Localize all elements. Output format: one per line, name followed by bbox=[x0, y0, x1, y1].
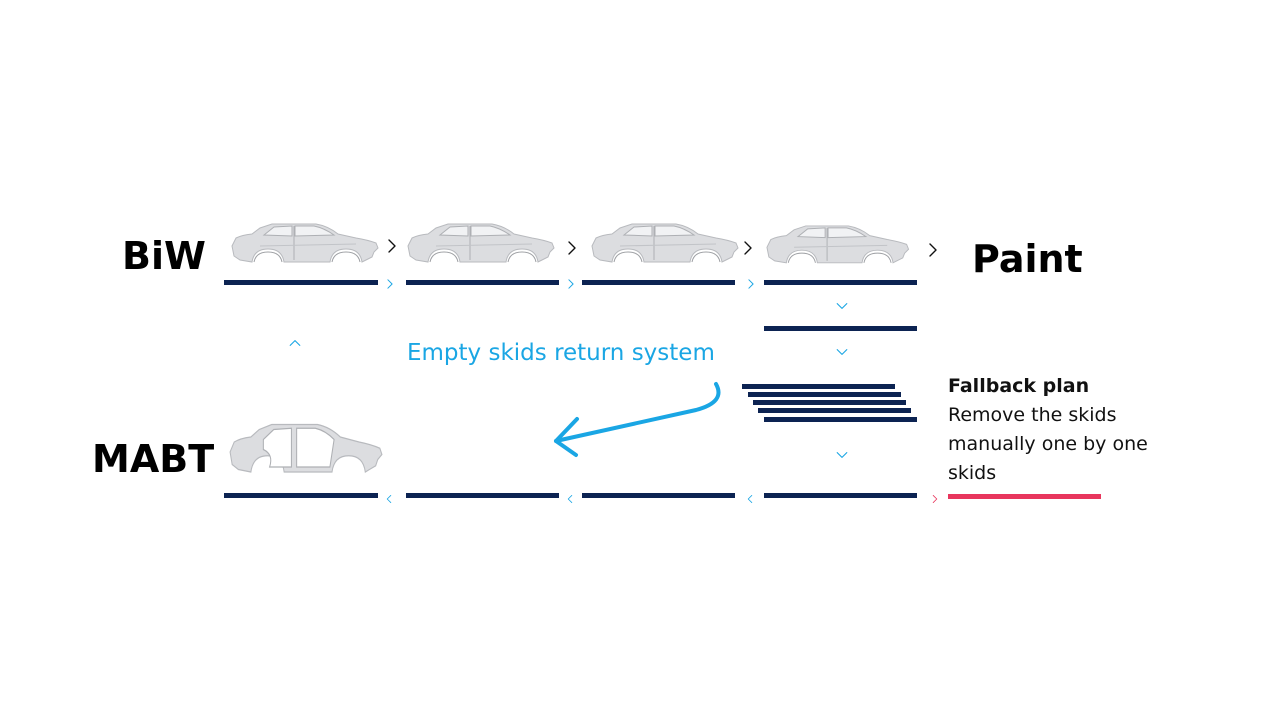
conveyor-segment bbox=[764, 493, 917, 498]
conveyor-segment bbox=[764, 280, 917, 285]
conveyor-segment bbox=[582, 493, 735, 498]
bottom-conveyor bbox=[224, 493, 1101, 499]
fallback-title: Fallback plan bbox=[948, 375, 1090, 397]
top-conveyor bbox=[224, 280, 917, 285]
skid bbox=[742, 384, 895, 389]
fallback-line: Remove the skids bbox=[948, 404, 1117, 426]
chevron-left-icon bbox=[567, 494, 573, 504]
chevron-right-icon bbox=[568, 241, 576, 255]
chevron-right-icon bbox=[748, 279, 754, 289]
label-biw: BiW bbox=[122, 234, 206, 278]
chevron-down-icon bbox=[836, 349, 848, 355]
car-body-icon bbox=[591, 223, 739, 263]
chevron-right-icon bbox=[929, 243, 937, 257]
conveyor-segment bbox=[224, 493, 378, 498]
conveyor-segment bbox=[406, 493, 559, 498]
conveyor-segment bbox=[764, 326, 917, 331]
skid bbox=[753, 400, 906, 405]
chevron-down-icon bbox=[836, 303, 848, 309]
label-mabt: MABT bbox=[92, 437, 215, 481]
skid bbox=[758, 408, 911, 413]
car-frame-icon bbox=[229, 423, 383, 473]
stacked-skids bbox=[742, 384, 917, 422]
car-body-icon bbox=[407, 223, 555, 263]
label-return-system: Empty skids return system bbox=[407, 340, 715, 366]
conveyor-segment bbox=[582, 280, 735, 285]
curved-arrow-icon bbox=[554, 382, 721, 457]
conveyor-segment bbox=[224, 280, 378, 285]
label-paint: Paint bbox=[972, 237, 1083, 281]
fallback-line: skids bbox=[948, 462, 997, 484]
chevron-right-icon bbox=[387, 279, 393, 289]
car-body-icon bbox=[766, 225, 910, 264]
up-chevron bbox=[289, 340, 301, 346]
fallback-chevron bbox=[932, 494, 938, 504]
skid bbox=[764, 417, 917, 422]
conveyor-segment bbox=[406, 280, 559, 285]
fallback-bar bbox=[948, 494, 1101, 499]
car-body-icon bbox=[231, 223, 379, 263]
chevron-right-icon bbox=[744, 241, 752, 255]
chevron-up-icon bbox=[289, 340, 301, 346]
chevron-left-icon bbox=[747, 494, 753, 504]
chevron-left-icon bbox=[386, 494, 392, 504]
skid bbox=[748, 392, 901, 397]
chevron-down-icon bbox=[836, 452, 848, 458]
fallback-line: manually one by one bbox=[948, 433, 1148, 455]
chevron-right-icon bbox=[568, 279, 574, 289]
fallback-note: Fallback plan Remove the skids manually … bbox=[948, 372, 1248, 488]
chevron-right-icon bbox=[932, 494, 938, 504]
chevron-right-icon bbox=[388, 239, 396, 253]
